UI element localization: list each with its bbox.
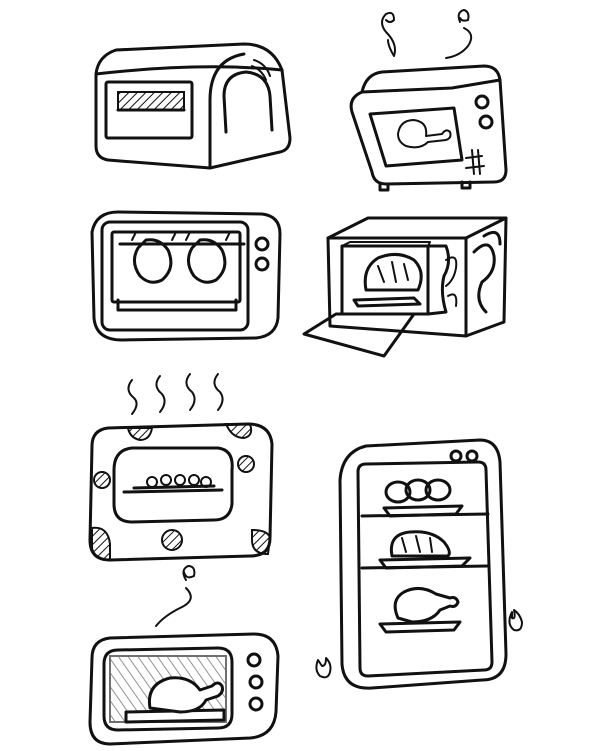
toaster-oven-icon	[94, 42, 292, 170]
bread-oven-icon	[302, 216, 508, 358]
double-roaster-oven-icon	[90, 210, 282, 342]
tall-rotisserie-oven-icon	[315, 438, 523, 690]
compact-oven-icon	[88, 565, 280, 746]
microwave-icon	[349, 9, 508, 192]
steaming-oven-icon	[88, 373, 274, 562]
